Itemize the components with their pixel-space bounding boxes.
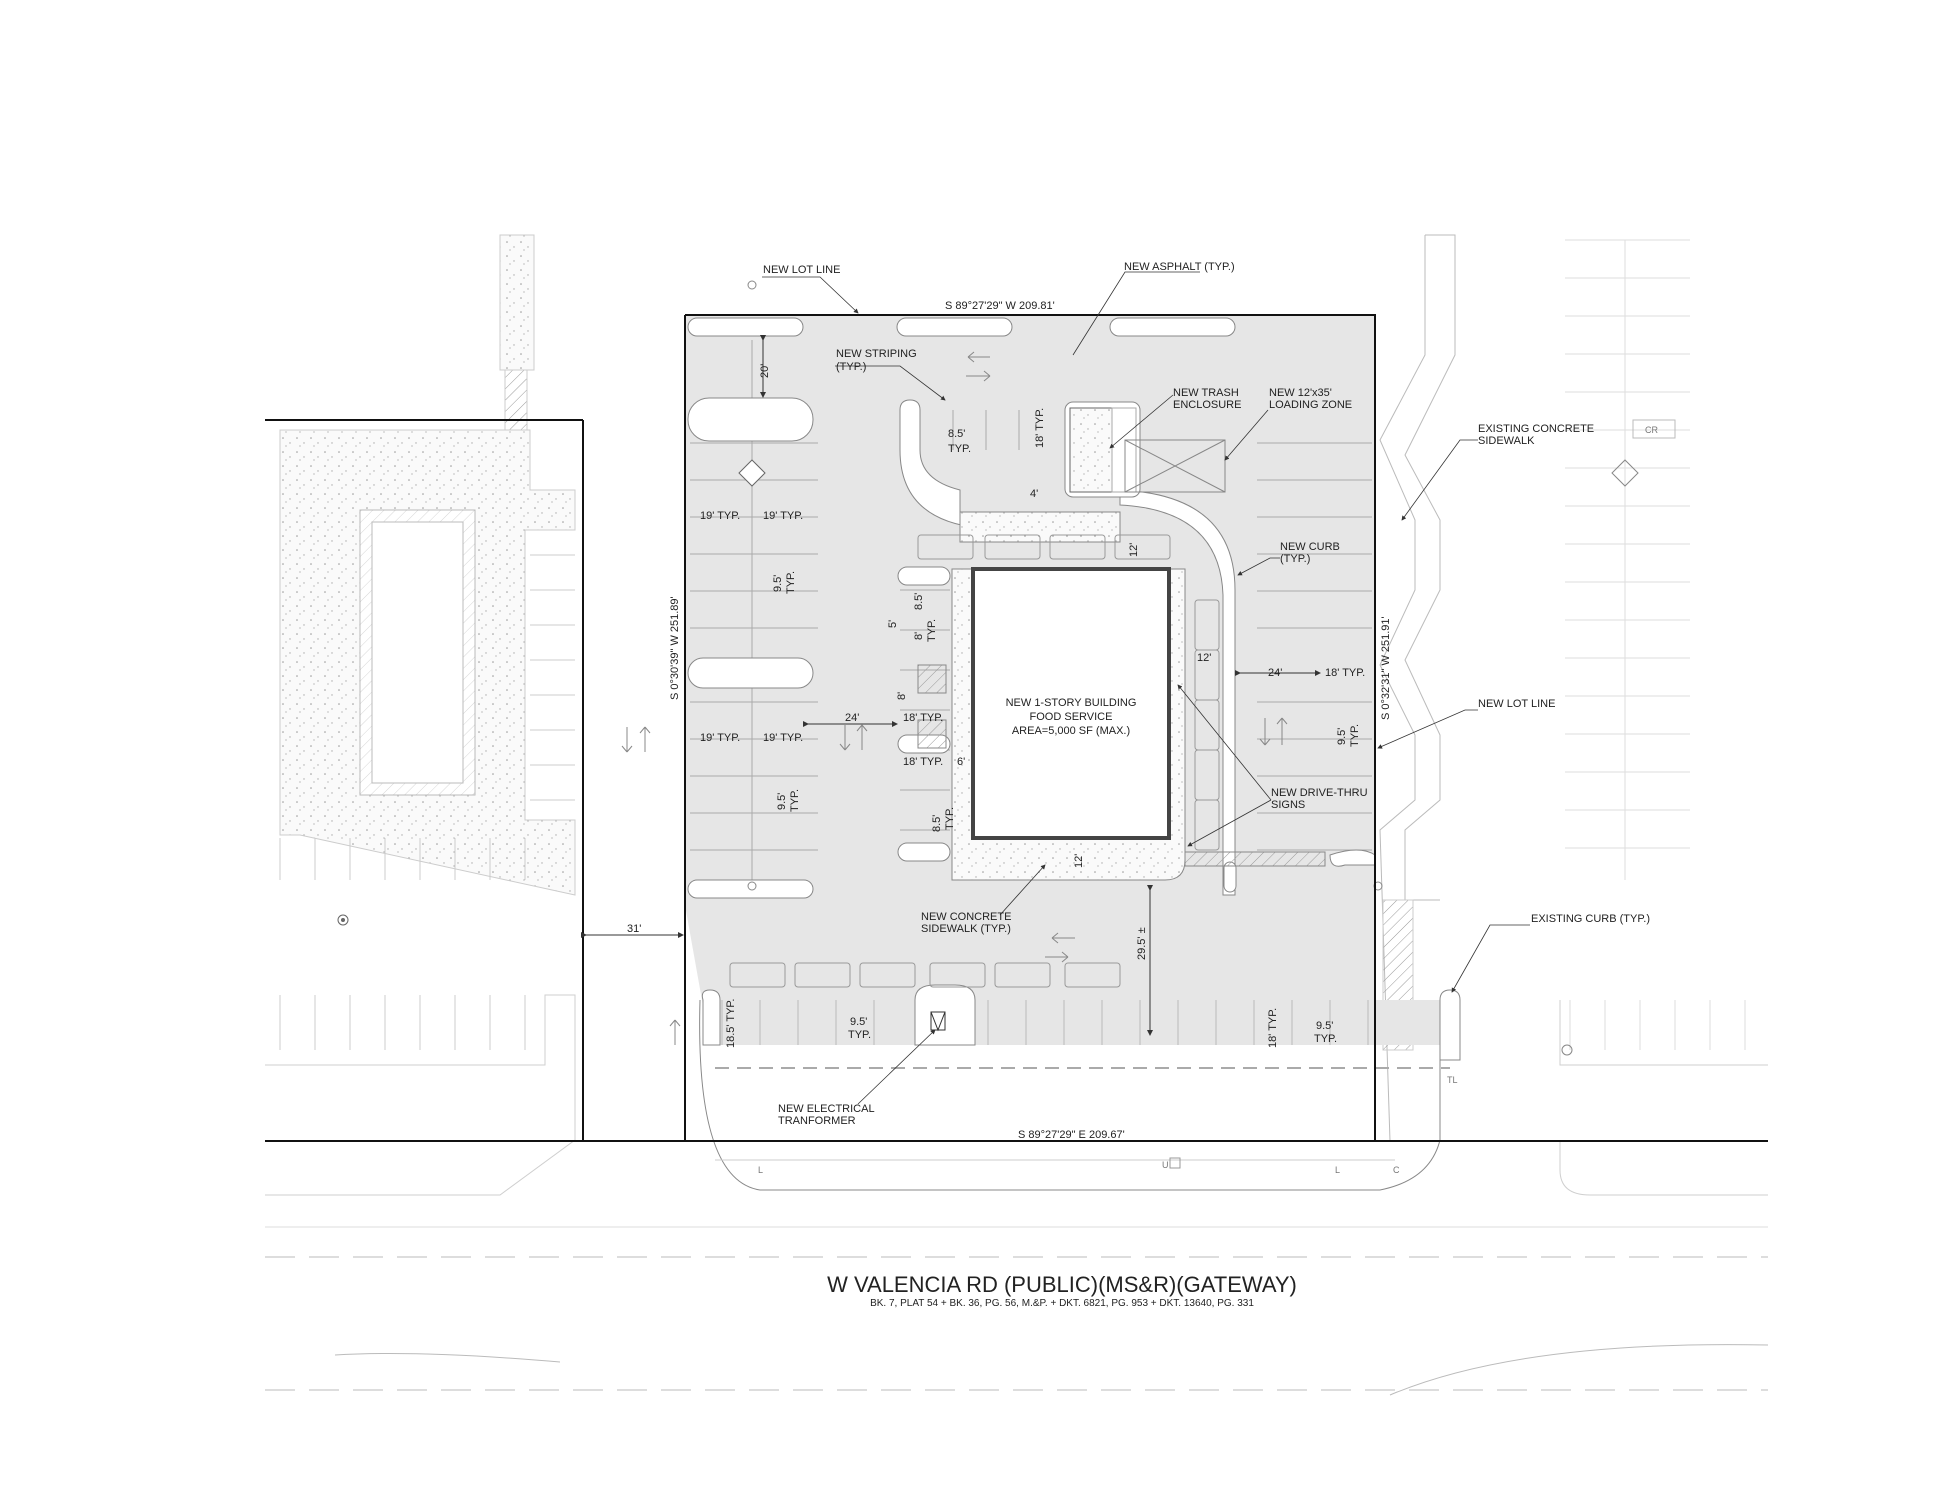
bearing-north: S 89°27'29" W 209.81'	[945, 300, 1055, 312]
building-label-2: FOOD SERVICE	[1030, 711, 1113, 723]
dim-18typ-right: 18' TYP.	[1325, 667, 1365, 679]
car	[994, 962, 1051, 988]
car	[1194, 799, 1220, 851]
callouts: NEW LOT LINE NEW ASPHALT (TYP.) NEW STRI…	[762, 261, 1650, 1127]
dim-95-1: 9.5'	[772, 575, 784, 592]
callout-new-curb-2: (TYP.)	[1280, 553, 1310, 565]
dim-19typ-3: 19' TYP.	[700, 732, 740, 744]
road-title: W VALENCIA RD (PUBLIC)(MS&R)(GATEWAY)	[827, 1272, 1297, 1297]
dim-19typ-4: 19' TYP.	[763, 732, 803, 744]
l-marker-1: L	[758, 1165, 763, 1175]
dim-19typ-1: 19' TYP.	[700, 510, 740, 522]
dim-20: 20'	[759, 364, 771, 378]
callout-exist-sidewalk-1: EXISTING CONCRETE	[1478, 423, 1594, 435]
car	[1064, 962, 1121, 988]
callout-trash-2: ENCLOSURE	[1173, 399, 1241, 411]
callout-trash-1: NEW TRASH	[1173, 387, 1239, 399]
bearing-south: S 89°27'29" E 209.67'	[1018, 1129, 1125, 1141]
drive-thru-cars	[729, 534, 1220, 988]
dim-95-bottom-2-typ: TYP.	[1314, 1033, 1337, 1045]
car	[1049, 534, 1106, 560]
l-marker-2: L	[1335, 1165, 1340, 1175]
callout-existing-curb: EXISTING CURB (TYP.)	[1531, 913, 1650, 925]
callout-new-asphalt: NEW ASPHALT (TYP.)	[1124, 261, 1235, 273]
dim-85-typ-lower-label: TYP.	[944, 807, 956, 830]
dim-19typ-2: 19' TYP.	[763, 510, 803, 522]
car	[1114, 534, 1171, 560]
traffic-arrows	[621, 351, 1288, 1045]
bearing-east: S 0°32'31" W 251.91'	[1380, 616, 1392, 720]
dim-95-bottom-1: 9.5'	[850, 1016, 867, 1028]
c-marker: C	[1393, 1165, 1400, 1175]
callout-drive-thru-1: NEW DRIVE-THRU	[1271, 787, 1368, 799]
dim-85: 8.5'	[913, 593, 925, 610]
existing-neighbor-west	[265, 234, 584, 1196]
bearing-west: S 0°30'39" W 251.89'	[669, 596, 681, 700]
dim-95-right-typ: TYP.	[1349, 724, 1361, 747]
dim-95-1-typ: TYP.	[785, 571, 797, 594]
cr-marker: CR	[1645, 425, 1658, 435]
dim-295: 29.5' ±	[1136, 927, 1148, 960]
dim-95-2-typ: TYP.	[789, 789, 801, 812]
car	[729, 962, 786, 988]
dim-18typ-1: 18' TYP.	[903, 712, 943, 724]
dim-8-typ-label: TYP.	[926, 619, 938, 642]
dim-6: 6'	[957, 756, 965, 768]
dim-85-typ-lower: 8.5'	[931, 815, 943, 832]
u-marker: U	[1162, 1160, 1169, 1170]
dim-5: 5'	[887, 620, 899, 628]
car	[929, 962, 986, 988]
callout-concrete-sidewalk-1: NEW CONCRETE	[921, 911, 1011, 923]
dim-18typ-2: 18' TYP.	[903, 756, 943, 768]
dim-12-top: 12'	[1128, 543, 1140, 557]
dim-8-typ: 8'	[913, 632, 925, 640]
car	[794, 962, 851, 988]
callout-concrete-sidewalk-2: SIDEWALK (TYP.)	[921, 923, 1011, 935]
dim-18typ-top: 18' TYP.	[1034, 408, 1046, 448]
car	[917, 534, 974, 560]
road-subtitle: BK. 7, PLAT 54 + BK. 36, PG. 56, M.&P. +…	[870, 1298, 1254, 1309]
car	[984, 534, 1041, 560]
existing-neighbor-east: CR	[1379, 234, 1768, 1196]
dim-24-left: 24'	[845, 712, 859, 724]
dim-4: 4'	[1030, 488, 1038, 500]
dim-85-top: 8.5'	[948, 428, 965, 440]
tl-marker: TL	[1447, 1075, 1458, 1085]
dimensions: 20' 8.5' TYP. 18' TYP. 4' 12' 19' TYP. 1…	[581, 335, 1365, 1048]
street: U L L C TL	[265, 999, 1769, 1396]
dim-95-2: 9.5'	[776, 793, 788, 810]
callout-loading-1: NEW 12'x35'	[1269, 387, 1332, 399]
callout-new-lot-line-right: NEW LOT LINE	[1478, 698, 1555, 710]
building-label-3: AREA=5,000 SF (MAX.)	[1012, 725, 1130, 737]
callout-new-curb-1: NEW CURB	[1280, 541, 1340, 553]
lot-lines	[265, 314, 1768, 1142]
callout-striping-1: NEW STRIPING	[836, 348, 917, 360]
trash-enclosure	[1064, 401, 1141, 498]
dim-95-right: 9.5'	[1336, 728, 1348, 745]
dim-185typ: 18.5' TYP.	[725, 999, 737, 1048]
dim-95-bottom-2: 9.5'	[1316, 1020, 1333, 1032]
dim-8: 8'	[896, 692, 908, 700]
car	[859, 962, 916, 988]
dim-12-drive: 12'	[1197, 652, 1211, 664]
dim-31: 31'	[627, 923, 641, 935]
building-label-1: NEW 1-STORY BUILDING	[1006, 697, 1137, 709]
loading-zone	[1124, 439, 1226, 493]
dim-95-bottom-1-typ: TYP.	[848, 1029, 871, 1041]
callout-new-lot-line-top: NEW LOT LINE	[763, 264, 840, 276]
callout-transformer-2: TRANFORMER	[778, 1115, 856, 1127]
callout-transformer-1: NEW ELECTRICAL	[778, 1103, 875, 1115]
dim-typ-top: TYP.	[948, 443, 971, 455]
callout-loading-2: LOADING ZONE	[1269, 399, 1352, 411]
callout-drive-thru-2: SIGNS	[1271, 799, 1305, 811]
new-building: NEW 1-STORY BUILDING FOOD SERVICE AREA=5…	[971, 567, 1171, 840]
dim-12-bottom: 12'	[1073, 854, 1085, 868]
callout-striping-2: (TYP.)	[836, 361, 866, 373]
callout-exist-sidewalk-2: SIDEWALK	[1478, 435, 1535, 447]
dim-18typ-bottom: 18' TYP.	[1267, 1008, 1279, 1048]
dim-24-right: 24'	[1268, 667, 1282, 679]
